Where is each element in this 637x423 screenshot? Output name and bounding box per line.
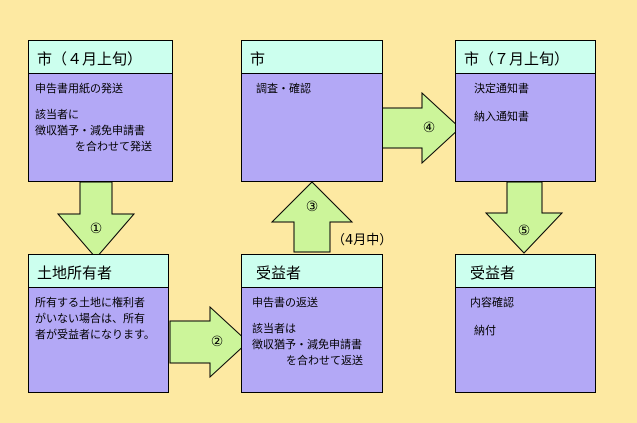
box-line: 該当者に <box>35 108 79 121</box>
box-title: 市 <box>242 41 382 74</box>
box-line: 者が受益者になります。 <box>35 328 155 341</box>
box-body: 内容確認 納付 <box>456 288 595 392</box>
arrow-up-step3 <box>270 181 354 253</box>
box-line: 納入通知書 <box>474 110 529 123</box>
arrow-right-step2 <box>169 305 249 379</box>
box-line: 申告書用紙の発送 <box>35 82 123 95</box>
step-number-4: ④ <box>422 120 436 136</box>
step-number-5: ⑤ <box>517 223 531 239</box>
box-body: 申告書用紙の発送 該当者に 徴収猶予・減免申請書 を合わせて発送 <box>29 74 172 181</box>
box-city-review: 市 調査・確認 <box>241 40 383 182</box>
box-title: 市（７月上旬） <box>456 41 595 74</box>
box-line: 内容確認 <box>470 296 514 309</box>
arrow-down-step1 <box>56 181 136 259</box>
box-landowner: 土地所有者 所有する土地に権利者 がいない場合は、所有 者が受益者になります。 <box>28 254 169 393</box>
box-title: 市（４月上旬） <box>29 41 172 74</box>
box-beneficiary-pay: 受益者 内容確認 納付 <box>455 254 596 393</box>
box-line: 徴収猶予・減免申請書 <box>252 338 362 351</box>
note-mid-april: （4月中） <box>332 233 393 248</box>
box-body: 申告書の返送 該当者は 徴収猶予・減免申請書 を合わせて返送 <box>242 288 382 392</box>
box-body: 調査・確認 <box>242 74 382 181</box>
box-beneficiary-return: 受益者 申告書の返送 該当者は 徴収猶予・減免申請書 を合わせて返送 <box>241 254 383 393</box>
box-line: 調査・確認 <box>256 82 311 95</box>
box-line: を合わせて返送 <box>286 354 363 367</box>
box-body: 所有する土地に権利者 がいない場合は、所有 者が受益者になります。 <box>29 288 168 392</box>
box-title: 土地所有者 <box>29 255 168 288</box>
box-line: がいない場合は、所有 <box>35 312 145 325</box>
box-title: 受益者 <box>242 255 382 288</box>
box-line: を合わせて発送 <box>75 140 152 153</box>
step-number-2: ② <box>210 334 224 350</box>
box-line: 申告書の返送 <box>252 296 318 309</box>
box-line: 決定通知書 <box>474 82 529 95</box>
box-line: 該当者は <box>252 322 296 335</box>
box-title: 受益者 <box>456 255 595 288</box>
step-number-3: ③ <box>305 199 319 215</box>
box-city-july-early: 市（７月上旬） 決定通知書 納入通知書 <box>455 40 596 182</box>
arrow-right-step4 <box>381 91 461 165</box>
box-city-april-early: 市（４月上旬） 申告書用紙の発送 該当者に 徴収猶予・減免申請書 を合わせて発送 <box>28 40 173 182</box>
box-body: 決定通知書 納入通知書 <box>456 74 595 181</box>
arrow-down-step5 <box>484 181 564 254</box>
box-line: 所有する土地に権利者 <box>35 296 145 309</box>
step-number-1: ① <box>89 221 103 237</box>
box-line: 徴収猶予・減免申請書 <box>35 124 145 137</box>
box-line: 納付 <box>474 324 496 337</box>
